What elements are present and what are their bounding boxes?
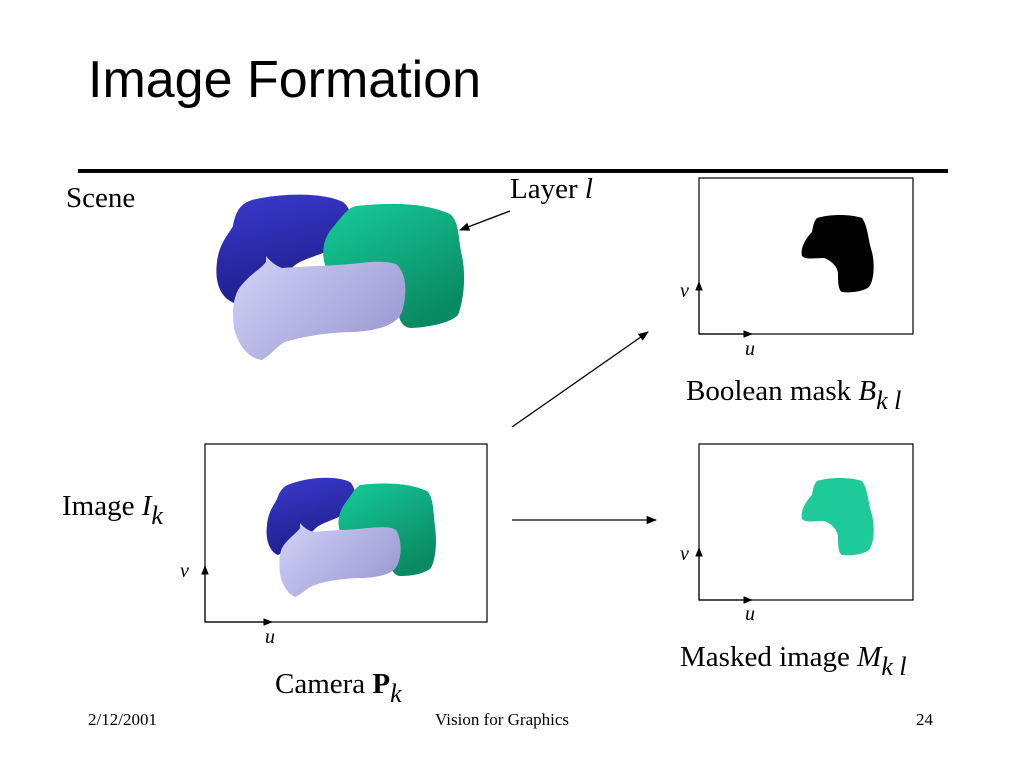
footer-page-number: 24 — [916, 710, 933, 729]
masked-shape — [801, 478, 874, 556]
title-divider — [78, 169, 948, 173]
image-axis-u: u — [265, 626, 275, 648]
scene-label: Scene — [66, 182, 136, 214]
mask-axis-u: u — [745, 338, 755, 360]
masked-axis-v: v — [680, 543, 689, 565]
footer-date: 2/12/2001 — [88, 710, 157, 729]
image-label: Image Ik — [62, 490, 163, 530]
slide-title: Image Formation — [88, 51, 482, 109]
mask-axis-v: v — [680, 280, 689, 302]
masked-label-var: M — [857, 641, 882, 673]
image-axes — [201, 565, 273, 626]
image-projected-layers — [266, 477, 436, 597]
image-label-sub: k — [151, 501, 163, 530]
scene-layers — [216, 194, 465, 360]
mask-shape — [801, 215, 874, 293]
layer-label: Layer l — [510, 173, 593, 206]
mask-label-sub: k l — [876, 386, 902, 415]
masked-label: Masked image Mk l — [680, 641, 907, 681]
masked-label-sub: k l — [881, 652, 907, 681]
image-label-var: I — [141, 490, 152, 522]
image-axis-v: v — [180, 560, 189, 582]
image-label-text: Image — [62, 490, 135, 522]
camera-label-var: P — [372, 668, 391, 700]
layer-label-var: l — [584, 173, 593, 205]
camera-label-text: Camera — [275, 668, 366, 700]
mask-axes — [695, 281, 753, 338]
masked-axis-u: u — [745, 603, 755, 625]
image-lavender-layer — [279, 523, 401, 597]
footer-title: Vision for Graphics — [435, 710, 570, 729]
mask-label-text: Boolean mask — [686, 375, 852, 407]
layer-label-text: Layer — [510, 173, 578, 205]
image-blue-layer — [266, 477, 355, 555]
scene-lavender-layer — [233, 256, 406, 360]
to-mask-arrow — [511, 331, 649, 428]
camera-label-sub: k — [390, 679, 402, 708]
layer-pointer-arrow — [459, 210, 511, 231]
masked-label-text: Masked image — [680, 641, 850, 673]
mask-label-var: B — [858, 375, 877, 407]
mask-label: Boolean mask Bk l — [686, 375, 901, 415]
masked-frame — [698, 443, 914, 601]
masked-axes — [695, 547, 753, 604]
camera-label: Camera Pk — [275, 668, 402, 708]
